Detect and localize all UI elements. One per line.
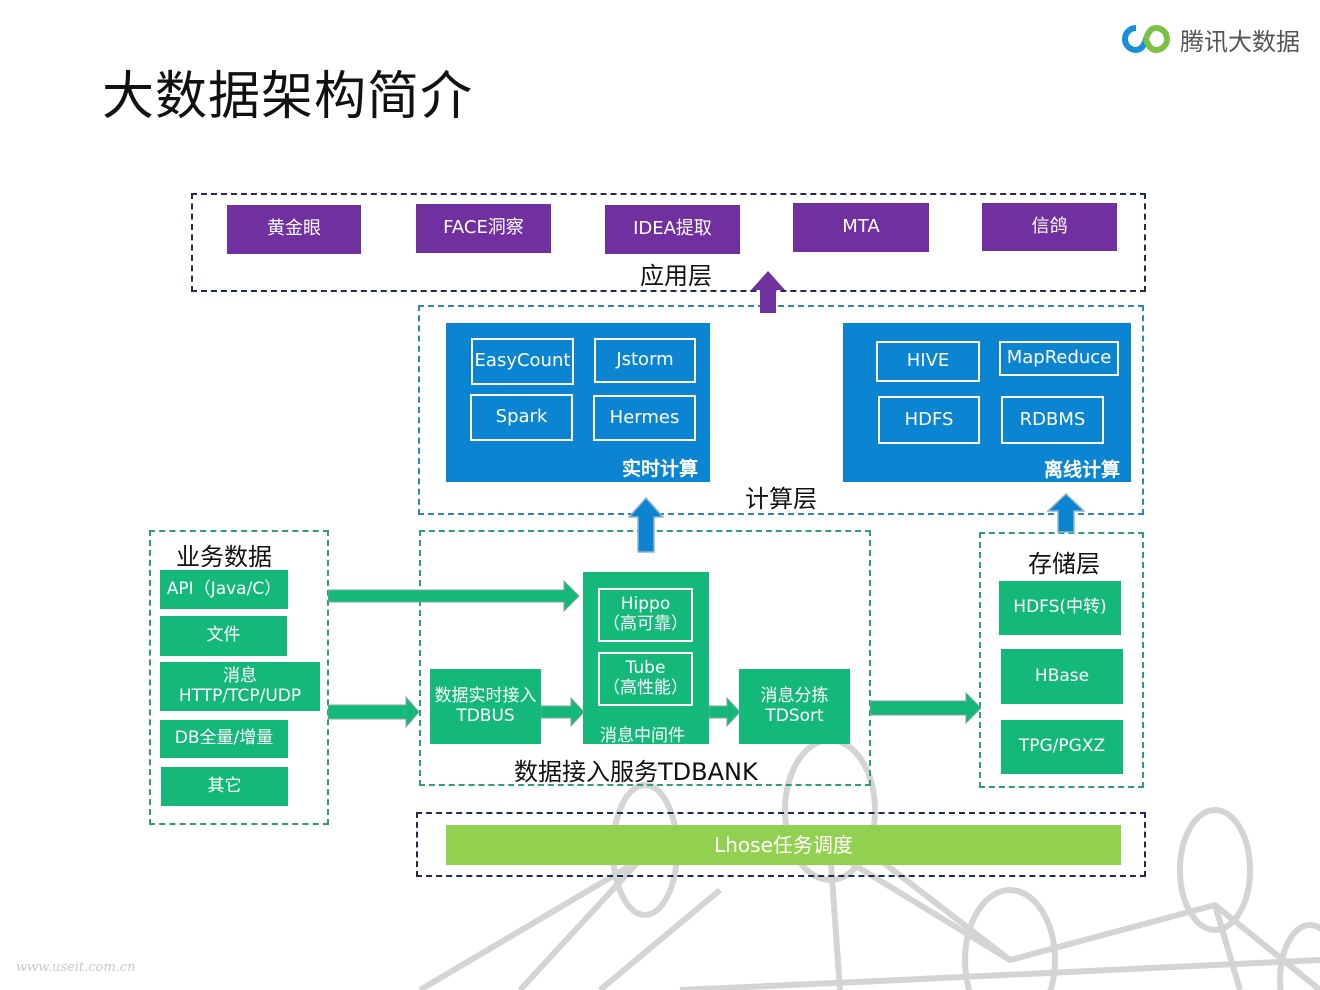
tdbank-label: 数据接入服务TDBANK — [514, 758, 758, 786]
storage-item-tpg[interactable]: TPG/PGXZ — [1001, 720, 1123, 774]
middleware-item-tube[interactable]: Tube （高性能） — [598, 652, 693, 706]
arrow-up-to-realtime-icon — [628, 497, 664, 553]
compute-layer-frame — [418, 305, 1144, 515]
watermark: www.useit.com.cn — [16, 960, 136, 975]
scheduler-frame — [416, 812, 1146, 877]
business-data-label: 业务数据 — [176, 543, 272, 571]
storage-item-hdfs[interactable]: HDFS(中转) — [999, 581, 1121, 635]
tdsort-box[interactable]: 消息分拣 TDSort — [739, 669, 850, 744]
offline-compute-panel — [843, 323, 1131, 482]
compute-layer-label: 计算层 — [745, 485, 817, 513]
business-data-frame — [149, 530, 329, 825]
brand-logo: 腾讯大数据 — [1120, 20, 1300, 58]
business-item-api[interactable]: API（Java/C） — [160, 570, 288, 609]
business-item-message-line1: 消息 — [223, 665, 257, 686]
compute-item-hermes[interactable]: Hermes — [593, 395, 696, 441]
compute-item-spark[interactable]: Spark — [470, 394, 573, 441]
compute-item-hdfs[interactable]: HDFS — [878, 396, 980, 444]
compute-item-hive[interactable]: HIVE — [876, 341, 980, 382]
tdbus-line1: 数据实时接入 — [434, 685, 537, 706]
business-item-other[interactable]: 其它 — [161, 767, 288, 806]
scheduler-bar[interactable]: Lhose任务调度 — [446, 825, 1121, 865]
compute-item-rdbms[interactable]: RDBMS — [1001, 396, 1104, 444]
arrow-up-to-offline-icon — [1047, 493, 1085, 533]
app-item-xinge[interactable]: 信鸽 — [982, 203, 1117, 251]
storage-layer-frame — [979, 532, 1144, 788]
compute-item-easycount[interactable]: EasyCount — [471, 338, 574, 385]
arrow-message-to-tdbus-icon — [328, 696, 420, 728]
hippo-desc: （高可靠） — [603, 614, 688, 634]
tube-name: Tube — [625, 658, 666, 679]
compute-item-jstorm[interactable]: Jstorm — [594, 338, 696, 383]
message-middleware-panel — [583, 572, 709, 744]
app-layer-frame — [191, 193, 1146, 292]
arrow-tdsort-to-storage-icon — [870, 692, 982, 724]
business-item-message[interactable]: 消息 HTTP/TCP/UDP — [160, 662, 320, 711]
business-item-message-line2: HTTP/TCP/UDP — [178, 685, 302, 706]
offline-compute-caption: 离线计算 — [1044, 459, 1121, 481]
tdbus-line2: TDBUS — [456, 705, 515, 726]
tdbus-box[interactable]: 数据实时接入 TDBUS — [430, 669, 541, 744]
tdsort-line2: TDSort — [765, 705, 824, 726]
compute-item-mapreduce[interactable]: MapReduce — [999, 341, 1119, 376]
tube-desc: （高性能） — [603, 678, 688, 698]
business-item-file[interactable]: 文件 — [160, 616, 287, 656]
middleware-item-hippo[interactable]: Hippo （高可靠） — [598, 588, 693, 642]
storage-layer-label: 存储层 — [1028, 550, 1100, 578]
arrow-up-to-app-layer-icon — [751, 271, 785, 313]
realtime-compute-caption: 实时计算 — [622, 458, 699, 480]
hippo-name: Hippo — [620, 594, 671, 615]
app-layer-label: 应用层 — [640, 262, 712, 290]
arrow-tdbus-to-middleware-icon — [541, 697, 585, 727]
business-item-db[interactable]: DB全量/增量 — [160, 720, 288, 758]
app-item-face[interactable]: FACE洞察 — [416, 204, 551, 253]
storage-item-hbase[interactable]: HBase — [1001, 649, 1123, 704]
app-item-mta[interactable]: MTA — [793, 203, 929, 252]
infinity-logo-icon — [1122, 24, 1170, 54]
tdsort-line1: 消息分拣 — [760, 685, 829, 706]
arrow-middleware-to-tdsort-icon — [709, 697, 741, 727]
arrow-api-to-middleware-icon — [328, 580, 580, 612]
middleware-caption: 消息中间件 — [600, 726, 685, 746]
slide-title: 大数据架构简介 — [102, 67, 474, 127]
app-item-idea[interactable]: IDEA提取 — [605, 205, 740, 254]
realtime-compute-panel — [446, 323, 710, 482]
brand-name: 腾讯大数据 — [1180, 27, 1300, 56]
app-item-huangjinyan[interactable]: 黄金眼 — [227, 205, 361, 254]
